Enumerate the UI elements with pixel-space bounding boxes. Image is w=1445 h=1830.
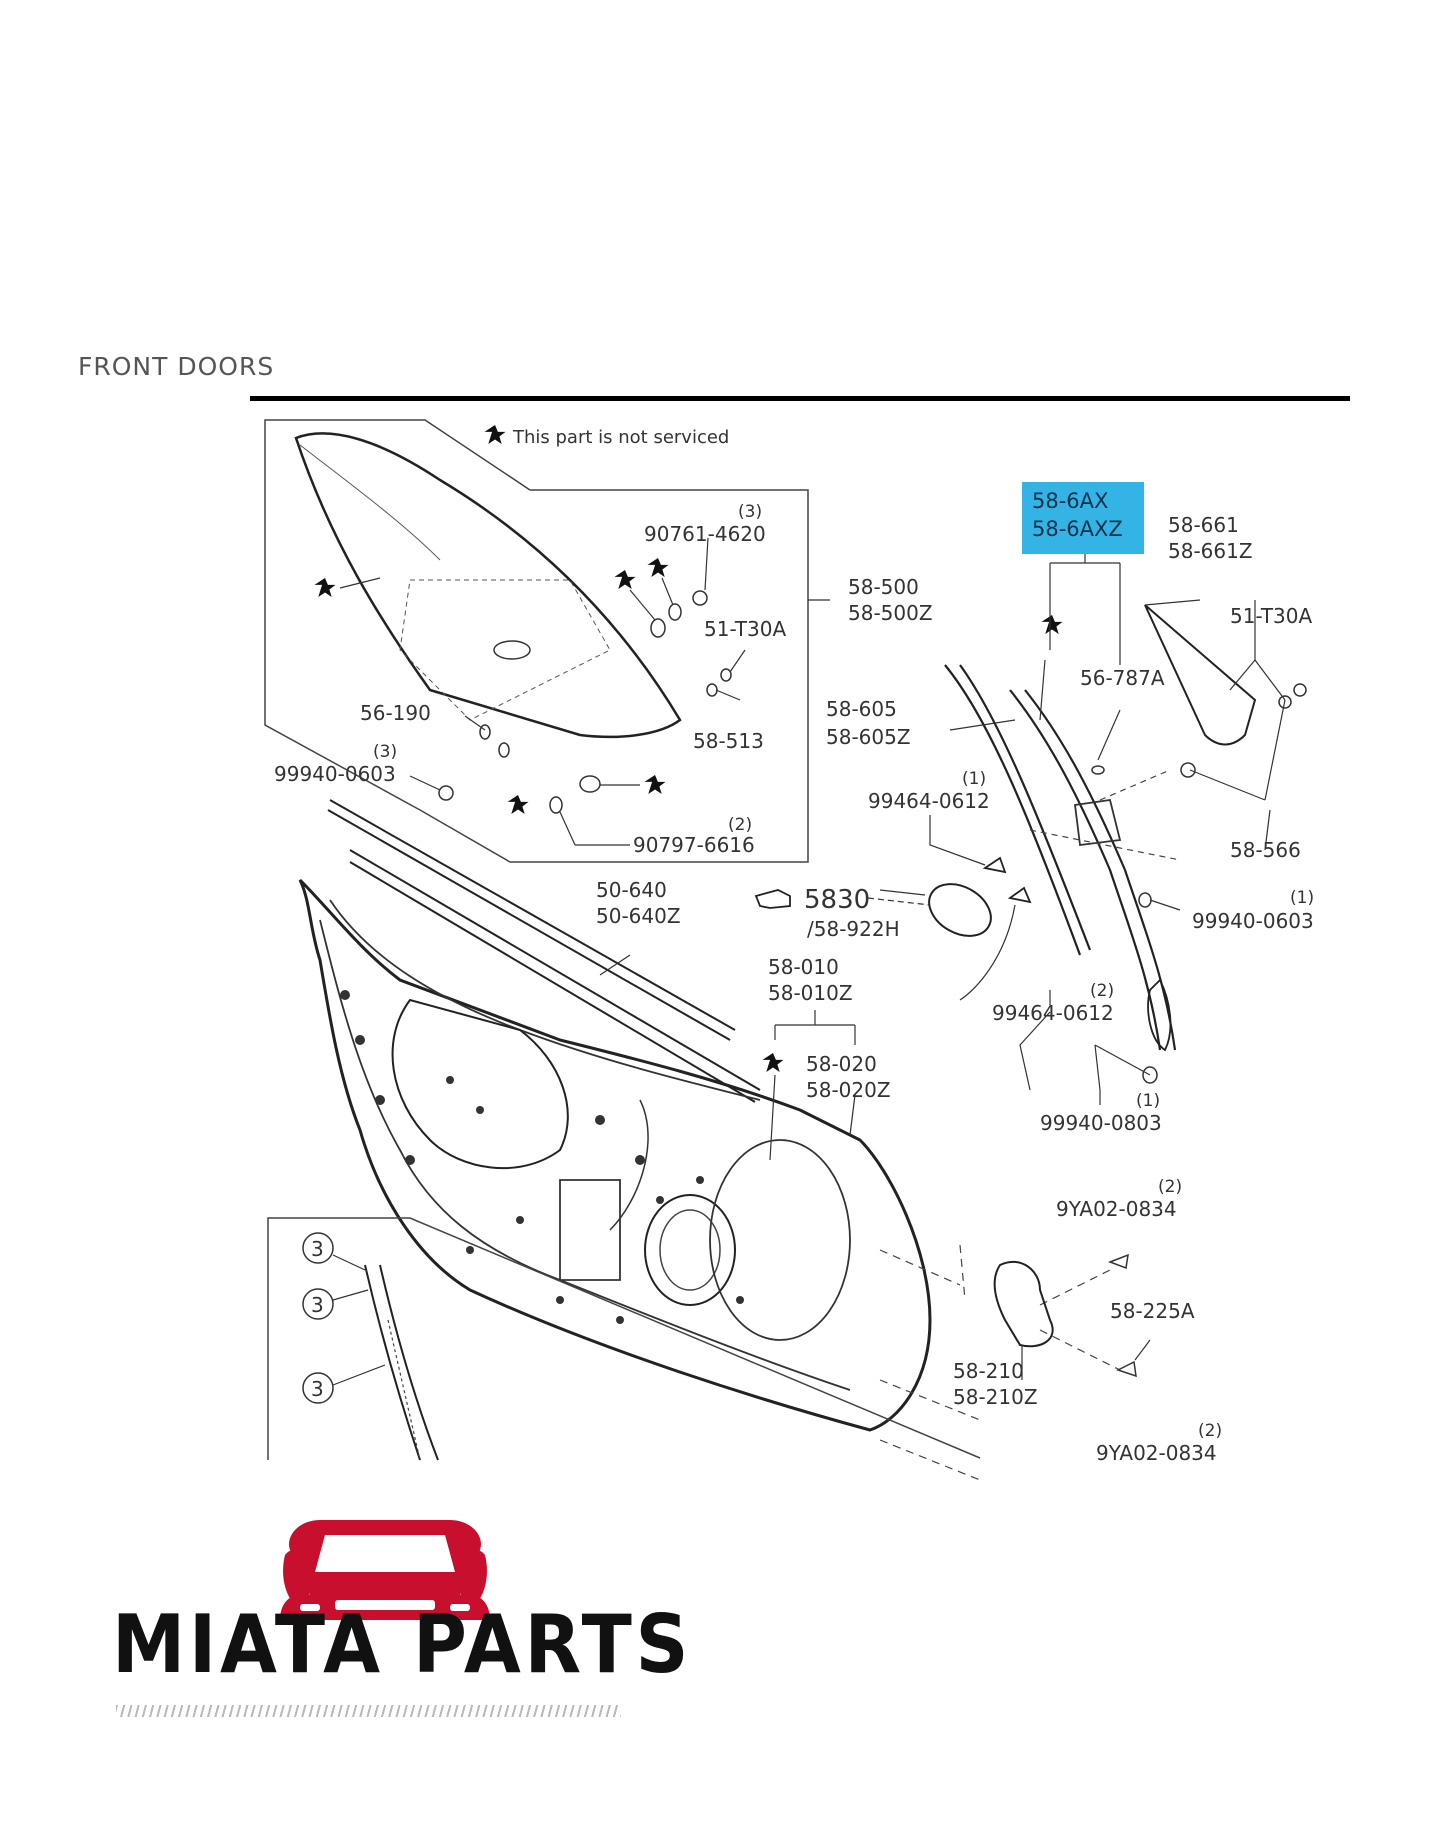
qty-label: (1) bbox=[962, 769, 986, 789]
star-icon bbox=[647, 558, 669, 577]
part-label: 58-020 bbox=[806, 1052, 877, 1076]
part-label: 99940-0603 bbox=[274, 762, 396, 786]
star-icon bbox=[314, 578, 336, 597]
star-icon bbox=[507, 795, 529, 814]
circle-3-label: 3 bbox=[311, 1377, 324, 1401]
part-label: 99940-0603 bbox=[1192, 909, 1314, 933]
part-label: 99940-0803 bbox=[1040, 1111, 1162, 1135]
highlight-line1: 58-6AX bbox=[1032, 489, 1108, 513]
part-label: 58-020Z bbox=[806, 1078, 891, 1102]
star-icon bbox=[762, 1053, 784, 1072]
part-label: 50-640Z bbox=[596, 904, 681, 928]
circle-3-label: 3 bbox=[311, 1293, 324, 1317]
part-label: 5830 bbox=[804, 885, 870, 915]
car-logo-icon bbox=[280, 1520, 490, 1620]
part-label: 9YA02-0834 bbox=[1096, 1441, 1217, 1465]
part-label: 58-513 bbox=[693, 729, 764, 753]
part-label: 9YA02-0834 bbox=[1056, 1197, 1177, 1221]
qty-label: (2) bbox=[1090, 981, 1114, 1001]
mirror-triangle bbox=[1144, 604, 1257, 746]
hinge bbox=[993, 1260, 1054, 1348]
part-label: 58-500Z bbox=[848, 601, 933, 625]
part-label: 51-T30A bbox=[1230, 604, 1312, 628]
window-glass bbox=[294, 432, 682, 739]
part-label: 58-010Z bbox=[768, 981, 853, 1005]
highlight-line2: 58-6AXZ bbox=[1032, 517, 1123, 541]
star-icon bbox=[614, 570, 636, 589]
part-label: 58-010 bbox=[768, 955, 839, 979]
star-icon-legend bbox=[484, 425, 506, 444]
circle-3-label: 3 bbox=[311, 1237, 324, 1261]
highlight-box bbox=[1022, 482, 1144, 554]
part-label: /58-922H bbox=[807, 917, 900, 941]
part-label: 58-210 bbox=[953, 1359, 1024, 1383]
qty-label: (1) bbox=[1290, 888, 1314, 908]
section-title: FRONT DOORS bbox=[78, 352, 275, 381]
glass-assembly-frame bbox=[264, 419, 809, 863]
part-label: 58-225A bbox=[1110, 1299, 1195, 1323]
part-label: 51-T30A bbox=[704, 617, 786, 641]
part-label: 90797-6616 bbox=[633, 833, 755, 857]
part-label: 50-640 bbox=[596, 878, 667, 902]
part-label: 58-605 bbox=[826, 697, 897, 721]
star-icon bbox=[644, 775, 666, 794]
inset-frame bbox=[267, 1217, 981, 1460]
qty-label: (3) bbox=[738, 502, 762, 522]
brand-stripe bbox=[116, 1705, 621, 1717]
qty-label: (1) bbox=[1136, 1091, 1160, 1111]
pointing-hand-icon bbox=[754, 889, 791, 909]
part-label: 99464-0612 bbox=[868, 789, 990, 813]
qty-label: (2) bbox=[1198, 1421, 1222, 1441]
legend-text: This part is not serviced bbox=[512, 427, 729, 448]
part-label: 58-605Z bbox=[826, 725, 911, 749]
part-label: 58-566 bbox=[1230, 838, 1301, 862]
qty-label: (2) bbox=[728, 815, 752, 835]
part-label: 56-190 bbox=[360, 701, 431, 725]
part-label: 58-210Z bbox=[953, 1385, 1038, 1409]
star-icon bbox=[1041, 615, 1063, 634]
part-label: 56-787A bbox=[1080, 666, 1165, 690]
qty-label: (3) bbox=[373, 742, 397, 762]
part-label: 58-661 bbox=[1168, 513, 1239, 537]
part-label: 99464-0612 bbox=[992, 1001, 1114, 1025]
qty-label: (2) bbox=[1158, 1177, 1182, 1197]
door-shell bbox=[298, 878, 932, 1432]
part-label: 58-500 bbox=[848, 575, 919, 599]
title-rule bbox=[250, 396, 1350, 401]
part-label: 58-661Z bbox=[1168, 539, 1253, 563]
part-label: 90761-4620 bbox=[644, 522, 766, 546]
brand-name: MIATA PARTS bbox=[112, 1598, 693, 1691]
hole-cover bbox=[928, 883, 992, 937]
